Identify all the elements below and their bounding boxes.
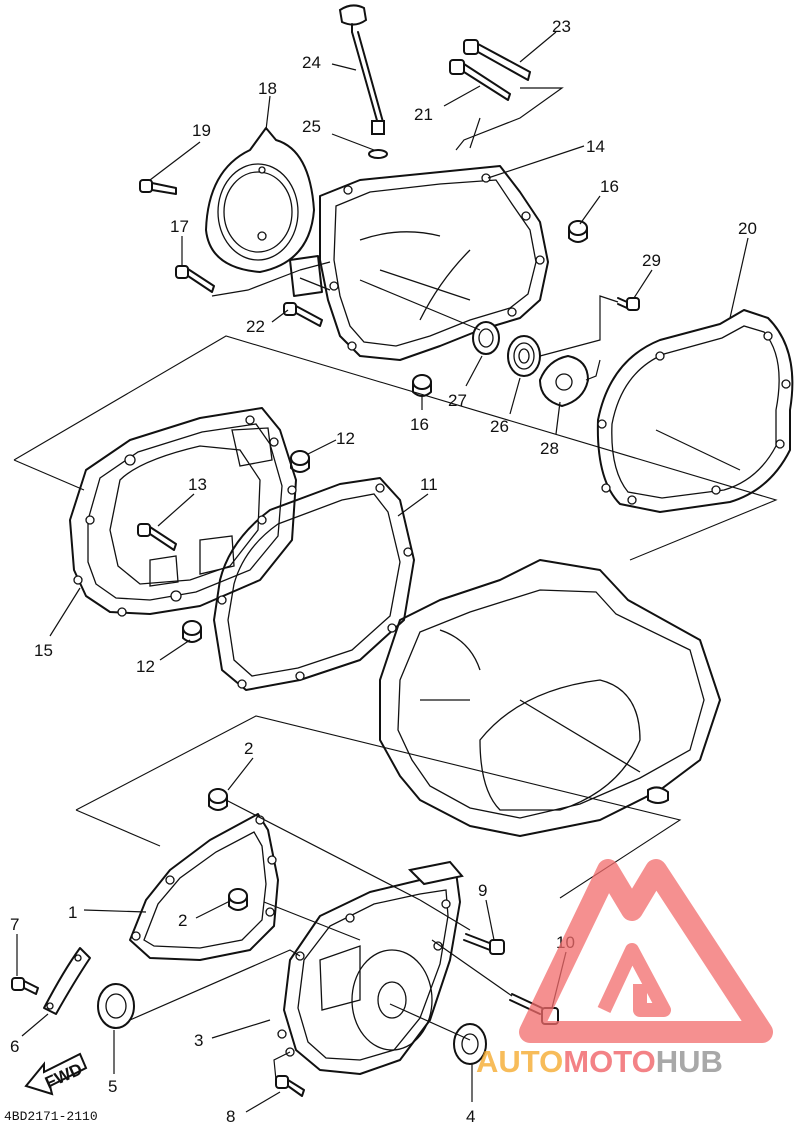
fwd-arrow: FWD [24,1052,88,1096]
gasket-1 [129,813,279,961]
watermark-moto: MOTO [563,1044,655,1079]
dowel-2-lower [228,888,248,911]
callout-16a: 16 [600,177,619,196]
dowel-2-upper [208,788,228,811]
dowel-16-upper [568,220,588,243]
callout-12a: 12 [336,429,355,448]
bolt-23 [463,39,531,81]
gasket-11 [213,477,415,691]
watermark-hub: HUB [656,1044,723,1079]
callout-29: 29 [642,251,661,270]
screw-22 [283,302,323,327]
callout-23: 23 [552,17,571,36]
callout-4: 4 [466,1107,475,1125]
oil-dipstick [338,4,388,159]
oil-seal-27 [472,321,500,355]
automotohub-watermark: AUTOMOTOHUB [476,859,773,1079]
watermark-logo-inner [597,943,671,1017]
screw-29 [617,297,640,311]
gasket-20 [596,309,794,513]
callouts: 1 2 2 3 4 5 6 7 8 9 10 11 12 12 13 14 15 [10,17,757,1125]
watermark-text: AUTOMOTOHUB [476,1044,723,1079]
callout-13: 13 [188,475,207,494]
screw-7 [11,977,39,995]
cover-plate [205,127,315,273]
drawing-code: 4BD2171-2110 [4,1109,98,1124]
callout-19: 19 [192,121,211,140]
bolt-9 [463,933,505,955]
callout-18: 18 [258,79,277,98]
oil-seal-5 [97,983,135,1029]
callout-16b: 16 [410,415,429,434]
crankcase-cover-left [69,407,297,617]
bearing-26 [507,335,541,377]
watermark-logo-icon [519,859,773,1043]
callout-7: 7 [10,915,19,934]
magneto-cover-group [13,335,778,837]
retainer-plate-28 [539,355,589,407]
lower-cover-group: FWD [11,715,682,1097]
callout-11: 11 [420,475,438,494]
callout-21: 21 [414,105,433,124]
callout-3: 3 [194,1031,203,1050]
dowel-12-upper [290,450,310,473]
retaining-clip [43,947,91,1015]
callout-27: 27 [448,391,467,410]
callout-8: 8 [226,1107,235,1125]
callout-25: 25 [302,117,321,136]
bolt-13 [137,523,177,551]
callout-12b: 12 [136,657,155,676]
callout-17: 17 [170,217,189,236]
callout-24: 24 [302,53,321,72]
clutch-cover-group [139,4,794,513]
oil-seal-4 [453,1023,487,1065]
callout-15: 15 [34,641,53,660]
callout-5: 5 [108,1077,117,1096]
bolt-8 [275,1075,305,1097]
bolt-21 [449,59,511,101]
crankcase-body [379,559,721,837]
callout-6: 6 [10,1037,19,1056]
callout-1: 1 [68,903,77,922]
callout-22: 22 [246,317,265,336]
watermark-logo-outer [519,859,773,1043]
screw-19 [139,179,177,195]
dowel-12-lower [182,620,202,643]
callout-2a: 2 [244,739,253,758]
callout-28: 28 [540,439,559,458]
callout-2b: 2 [178,911,187,930]
crankcase-cover-right [289,165,549,361]
side-cover [277,860,464,1075]
callout-20: 20 [738,219,757,238]
watermark-auto: AUTO [476,1044,563,1079]
callout-26: 26 [490,417,509,436]
callout-9: 9 [478,881,487,900]
screw-17 [175,265,215,293]
callout-14: 14 [586,137,605,156]
